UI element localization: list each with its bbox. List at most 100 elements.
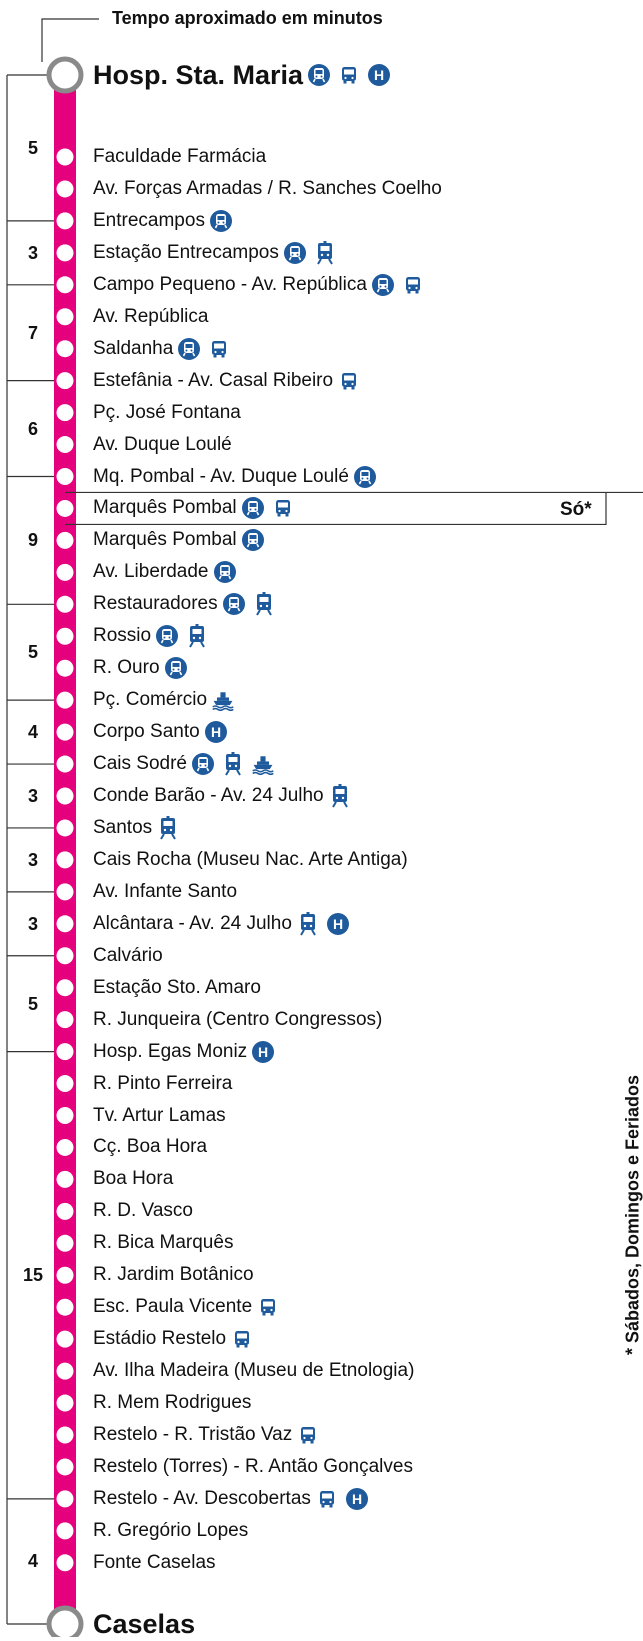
- terminal-stop: Caselas: [93, 1607, 199, 1641]
- stop-marker: [57, 1554, 74, 1571]
- stop-row: Cais Sodré: [93, 752, 275, 776]
- stop-marker: [57, 1395, 74, 1412]
- train-icon: [252, 592, 276, 616]
- stop-icons: [209, 209, 233, 233]
- stop-row: Campo Pequeno - Av. República: [93, 273, 425, 297]
- train-icon: [313, 241, 337, 265]
- stop-row: Entrecampos: [93, 209, 233, 233]
- bus-icon: [315, 1487, 339, 1511]
- metro-icon: [241, 528, 265, 552]
- stop-icons: [283, 241, 337, 265]
- stop-marker: [57, 883, 74, 900]
- stop-name: Restelo - Av. Descobertas: [93, 1488, 311, 1510]
- stop-row: R. Ouro: [93, 656, 188, 680]
- stop-row: Av. Forças Armadas / R. Sanches Coelho: [93, 177, 446, 201]
- stop-marker: [57, 660, 74, 677]
- header-leader-line: [42, 19, 99, 62]
- stop-name: Pç. José Fontana: [93, 402, 241, 424]
- hospital-icon: H: [326, 912, 350, 936]
- stop-marker: [57, 1363, 74, 1380]
- stop-row: Av. República: [93, 305, 212, 329]
- train-icon: [156, 816, 180, 840]
- stop-row: Av. Liberdade: [93, 560, 237, 584]
- stop-name: Caselas: [93, 1609, 195, 1640]
- stop-name: Pç. Comércio: [93, 689, 207, 711]
- stop-icons: [241, 528, 265, 552]
- metro-icon: [241, 496, 265, 520]
- stop-marker: [57, 276, 74, 293]
- segment-minutes: 6: [14, 418, 52, 440]
- stop-marker: [57, 1299, 74, 1316]
- hospital-icon: H: [345, 1487, 369, 1511]
- segment-minutes: 5: [14, 137, 52, 159]
- stop-row: Tv. Artur Lamas: [93, 1104, 230, 1128]
- svg-text:H: H: [211, 724, 221, 740]
- stop-name: R. Bica Marquês: [93, 1232, 233, 1254]
- segment-minutes: 15: [14, 1264, 52, 1286]
- metro-icon: [164, 656, 188, 680]
- stop-row: Marquês Pombal: [93, 496, 295, 520]
- stop-name: R. Junqueira (Centro Congressos): [93, 1009, 382, 1031]
- segment-minutes: 5: [14, 993, 52, 1015]
- stop-name: Santos: [93, 817, 152, 839]
- stop-marker: [57, 724, 74, 741]
- stop-row: Pç. José Fontana: [93, 401, 245, 425]
- stop-marker: [57, 1522, 74, 1539]
- stop-name: Marquês Pombal: [93, 529, 237, 551]
- stop-marker: [57, 1235, 74, 1252]
- stop-row: Boa Hora: [93, 1167, 177, 1191]
- stop-marker: [57, 1203, 74, 1220]
- ferry-icon: [251, 752, 275, 776]
- stop-icons: [241, 496, 295, 520]
- stop-name: Marquês Pombal: [93, 497, 237, 519]
- stop-row: Santos: [93, 816, 180, 840]
- metro-icon: [371, 273, 395, 297]
- svg-text:H: H: [374, 67, 384, 83]
- metro-icon: [155, 624, 179, 648]
- bus-icon: [337, 369, 361, 393]
- stop-icons: [211, 688, 235, 712]
- stop-name: Esc. Paula Vicente: [93, 1296, 252, 1318]
- stop-icons: [156, 816, 180, 840]
- stop-icons: [155, 624, 209, 648]
- stop-icons: [353, 465, 377, 489]
- stop-marker: [57, 564, 74, 581]
- stop-row: Faculdade Farmácia: [93, 145, 270, 169]
- stop-name: Av. Forças Armadas / R. Sanches Coelho: [93, 178, 442, 200]
- stop-name: Cais Rocha (Museu Nac. Arte Antiga): [93, 849, 408, 871]
- train-icon: [221, 752, 245, 776]
- stop-row: Mq. Pombal - Av. Duque Loulé: [93, 465, 377, 489]
- stop-row: Estádio Restelo: [93, 1327, 254, 1351]
- stop-marker: [57, 979, 74, 996]
- stop-icons: [371, 273, 425, 297]
- stop-icons: [296, 1423, 320, 1447]
- stop-name: Restelo (Torres) - R. Antão Gonçalves: [93, 1456, 413, 1478]
- stop-name: Restauradores: [93, 593, 218, 615]
- weekend-only-tag: Só*: [560, 498, 592, 522]
- stop-icons: H: [251, 1040, 275, 1064]
- stop-name: R. Jardim Botânico: [93, 1264, 254, 1286]
- stop-marker: [57, 692, 74, 709]
- train-icon: [328, 784, 352, 808]
- stop-name: R. Gregório Lopes: [93, 1520, 248, 1542]
- svg-text:H: H: [352, 1491, 362, 1507]
- stop-row: Estação Sto. Amaro: [93, 976, 265, 1000]
- stop-icons: H: [315, 1487, 369, 1511]
- stop-marker: [57, 372, 74, 389]
- stop-marker: [57, 180, 74, 197]
- svg-text:H: H: [333, 916, 343, 932]
- stop-marker: [57, 436, 74, 453]
- stop-name: Campo Pequeno - Av. República: [93, 274, 367, 296]
- stop-marker: [57, 1490, 74, 1507]
- stop-name: Cç. Boa Hora: [93, 1136, 207, 1158]
- stop-name: Restelo - R. Tristão Vaz: [93, 1424, 292, 1446]
- stop-name: R. Mem Rodrigues: [93, 1392, 251, 1414]
- bus-icon: [207, 337, 231, 361]
- stop-name: Estação Entrecampos: [93, 242, 279, 264]
- stop-name: Faculdade Farmácia: [93, 146, 266, 168]
- stop-name: Alcântara - Av. 24 Julho: [93, 913, 292, 935]
- stop-marker: [57, 1458, 74, 1475]
- stop-marker: [57, 1171, 74, 1188]
- stop-name: Corpo Santo: [93, 721, 200, 743]
- stop-name: Entrecampos: [93, 210, 205, 232]
